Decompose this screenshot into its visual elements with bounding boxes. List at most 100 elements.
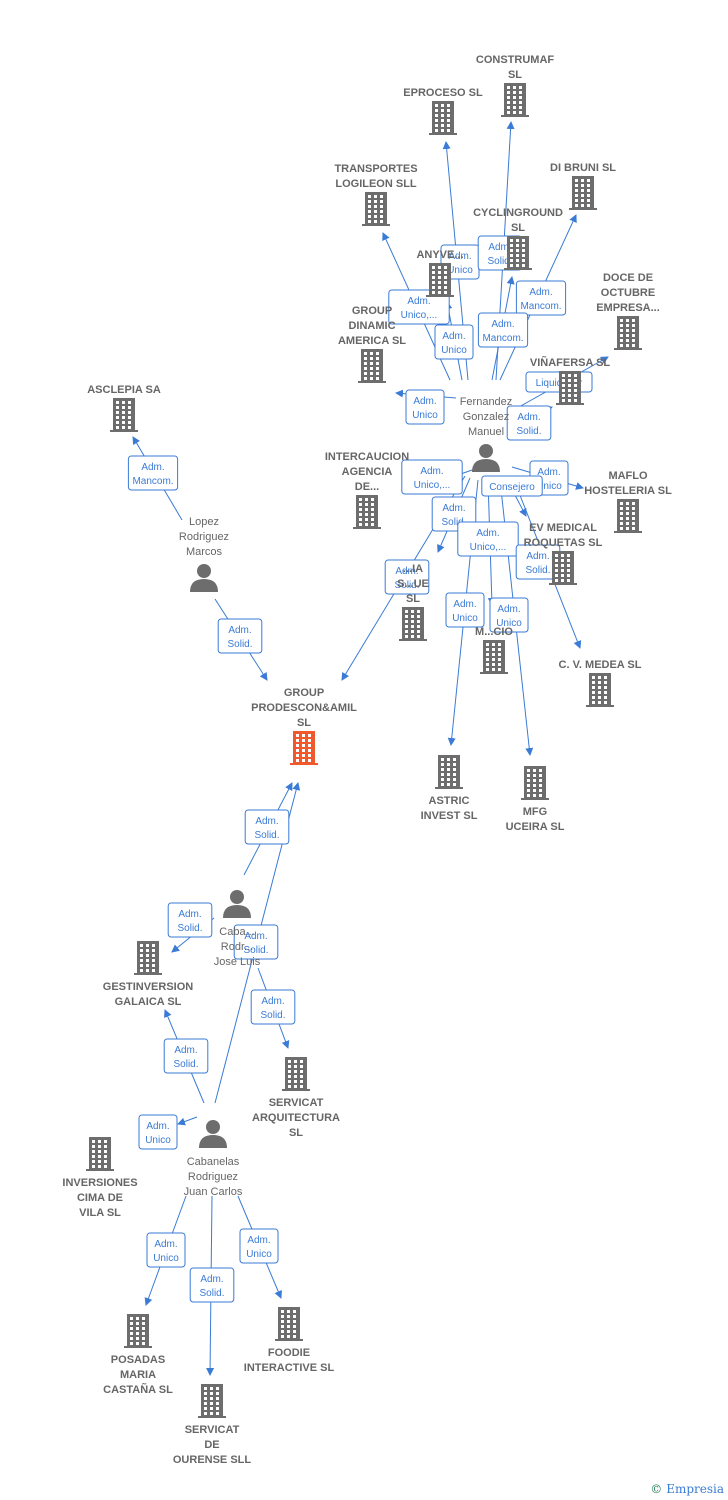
node-label: GALAICA SL — [115, 996, 182, 1008]
edge-label-text: Adm. — [244, 931, 267, 942]
node-eproceso[interactable]: EPROCESO SL — [403, 87, 483, 135]
edge-label-box — [481, 475, 543, 497]
brand-name[interactable]: Empresia — [666, 1482, 724, 1496]
edge-label[interactable]: Adm.Unico,... — [388, 289, 450, 325]
edge-label-box — [217, 618, 263, 654]
edge-label-text: Mancom. — [132, 476, 173, 487]
node-anyve[interactable]: ANYVE... — [416, 249, 464, 297]
edge-label-box — [506, 405, 552, 441]
edge-label-box — [244, 809, 290, 845]
edge-label-text: Adm. — [529, 287, 552, 298]
node-label: M...CIO — [475, 626, 513, 638]
edge-label[interactable]: Adm.Unico — [138, 1114, 178, 1150]
node-m_cio[interactable]: M...CIO — [475, 626, 513, 674]
node-doce[interactable]: DOCE DEOCTUBREEMPRESA... — [596, 272, 660, 350]
edge-label[interactable]: Consejero — [481, 475, 543, 497]
edge-label[interactable]: Adm.Solid. — [384, 559, 430, 595]
edge-label-text: Solid. — [177, 923, 202, 934]
edge-label[interactable]: Adm.Unico — [445, 592, 485, 628]
edge-label[interactable]: Adm.Unico — [239, 1228, 279, 1264]
edge-label-text: Adm. — [442, 331, 465, 342]
edge-label[interactable]: Adm.Solid. — [250, 989, 296, 1025]
edge-label[interactable]: Adm.Solid. — [244, 809, 290, 845]
edge-label-box — [515, 280, 567, 316]
node-dibruni[interactable]: DI BRUNI SL — [550, 162, 616, 210]
node-asclepia[interactable]: ASCLEPIA SA — [87, 384, 161, 432]
edge-label[interactable]: Adm.Unico — [146, 1232, 186, 1268]
copyright-icon: © — [650, 1482, 663, 1496]
node-label: FOODIE — [268, 1347, 310, 1359]
node-label: EPROCESO SL — [403, 87, 483, 99]
person-icon — [199, 1120, 227, 1148]
edge-label[interactable]: Adm.Solid. — [233, 924, 279, 960]
edge-label-box — [146, 1232, 186, 1268]
building-icon — [353, 495, 381, 529]
node-label: SL — [511, 222, 525, 234]
node-label: ...IA — [403, 563, 423, 575]
edge-label[interactable]: Adm.Unico,... — [457, 521, 519, 557]
edge-label[interactable]: Adm.Mancom. — [515, 280, 567, 316]
node-label: AMERICA SL — [338, 335, 406, 347]
node-label: Marcos — [186, 546, 223, 558]
node-label: DINAMIC — [348, 320, 395, 332]
edge-label[interactable]: Adm.Solid. — [515, 544, 561, 580]
node-label: SERVICAT — [269, 1097, 324, 1109]
edge-label-text: Adm. — [178, 909, 201, 920]
edge-label[interactable]: Adm.Unico — [434, 324, 474, 360]
node-label: OCTUBRE — [601, 287, 655, 299]
node-label: GROUP — [352, 305, 392, 317]
edge-label[interactable]: Adm.Unico — [405, 389, 445, 425]
node-label: INVEST SL — [421, 810, 478, 822]
node-label: Gonzalez — [463, 411, 509, 423]
edge-label-box — [445, 592, 485, 628]
edge-label[interactable]: Adm.Unico,... — [401, 459, 463, 495]
node-label: INTERCAUCION — [325, 451, 409, 463]
building-icon — [124, 1314, 152, 1348]
building-icon — [198, 1384, 226, 1418]
edge-label[interactable]: Adm. Mancom. — [127, 455, 179, 491]
edge-label[interactable]: Adm.Solid. — [506, 405, 552, 441]
edge-label-text: Solid. — [394, 580, 419, 591]
node-intercaucion[interactable]: INTERCAUCIONAGENCIADE... — [325, 451, 409, 529]
edge-label-text: Adm. — [247, 1235, 270, 1246]
edge-label[interactable]: Adm.Unico — [489, 597, 529, 633]
building-icon — [586, 673, 614, 707]
edge-label-text: Adm. — [442, 503, 465, 514]
edge-label-text: Adm. — [141, 462, 164, 473]
node-label: DE... — [355, 481, 379, 493]
node-vinafersa[interactable]: VIÑAFERSA SL — [530, 356, 611, 405]
edge-label-text: Adm. — [497, 604, 520, 615]
edge-label[interactable]: Adm. Solid. — [167, 902, 213, 938]
edge-label-text: Unico — [145, 1135, 171, 1146]
node-groupdinamic[interactable]: GROUP DINAMIC AMERICA SL — [338, 305, 406, 383]
edge-label[interactable]: Adm.Solid. — [189, 1267, 235, 1303]
edge-label[interactable]: Adm.Solid. — [217, 618, 263, 654]
edge-label[interactable]: Adm.Mancom. — [477, 312, 529, 348]
edge-label-text: Adm. — [453, 599, 476, 610]
node-label: ROQUETAS SL — [524, 537, 603, 549]
edge-label-box — [384, 559, 430, 595]
edge-label[interactable]: Adm.Solid. — [163, 1038, 209, 1074]
node-cabjose[interactable]: Caba...Rodr...Jose Luis — [214, 890, 261, 968]
node-label: MARIA — [120, 1369, 156, 1381]
edge-label-text: Unico,... — [401, 310, 438, 321]
node-cvmedea[interactable]: C. V. MEDEA SL — [559, 659, 642, 707]
